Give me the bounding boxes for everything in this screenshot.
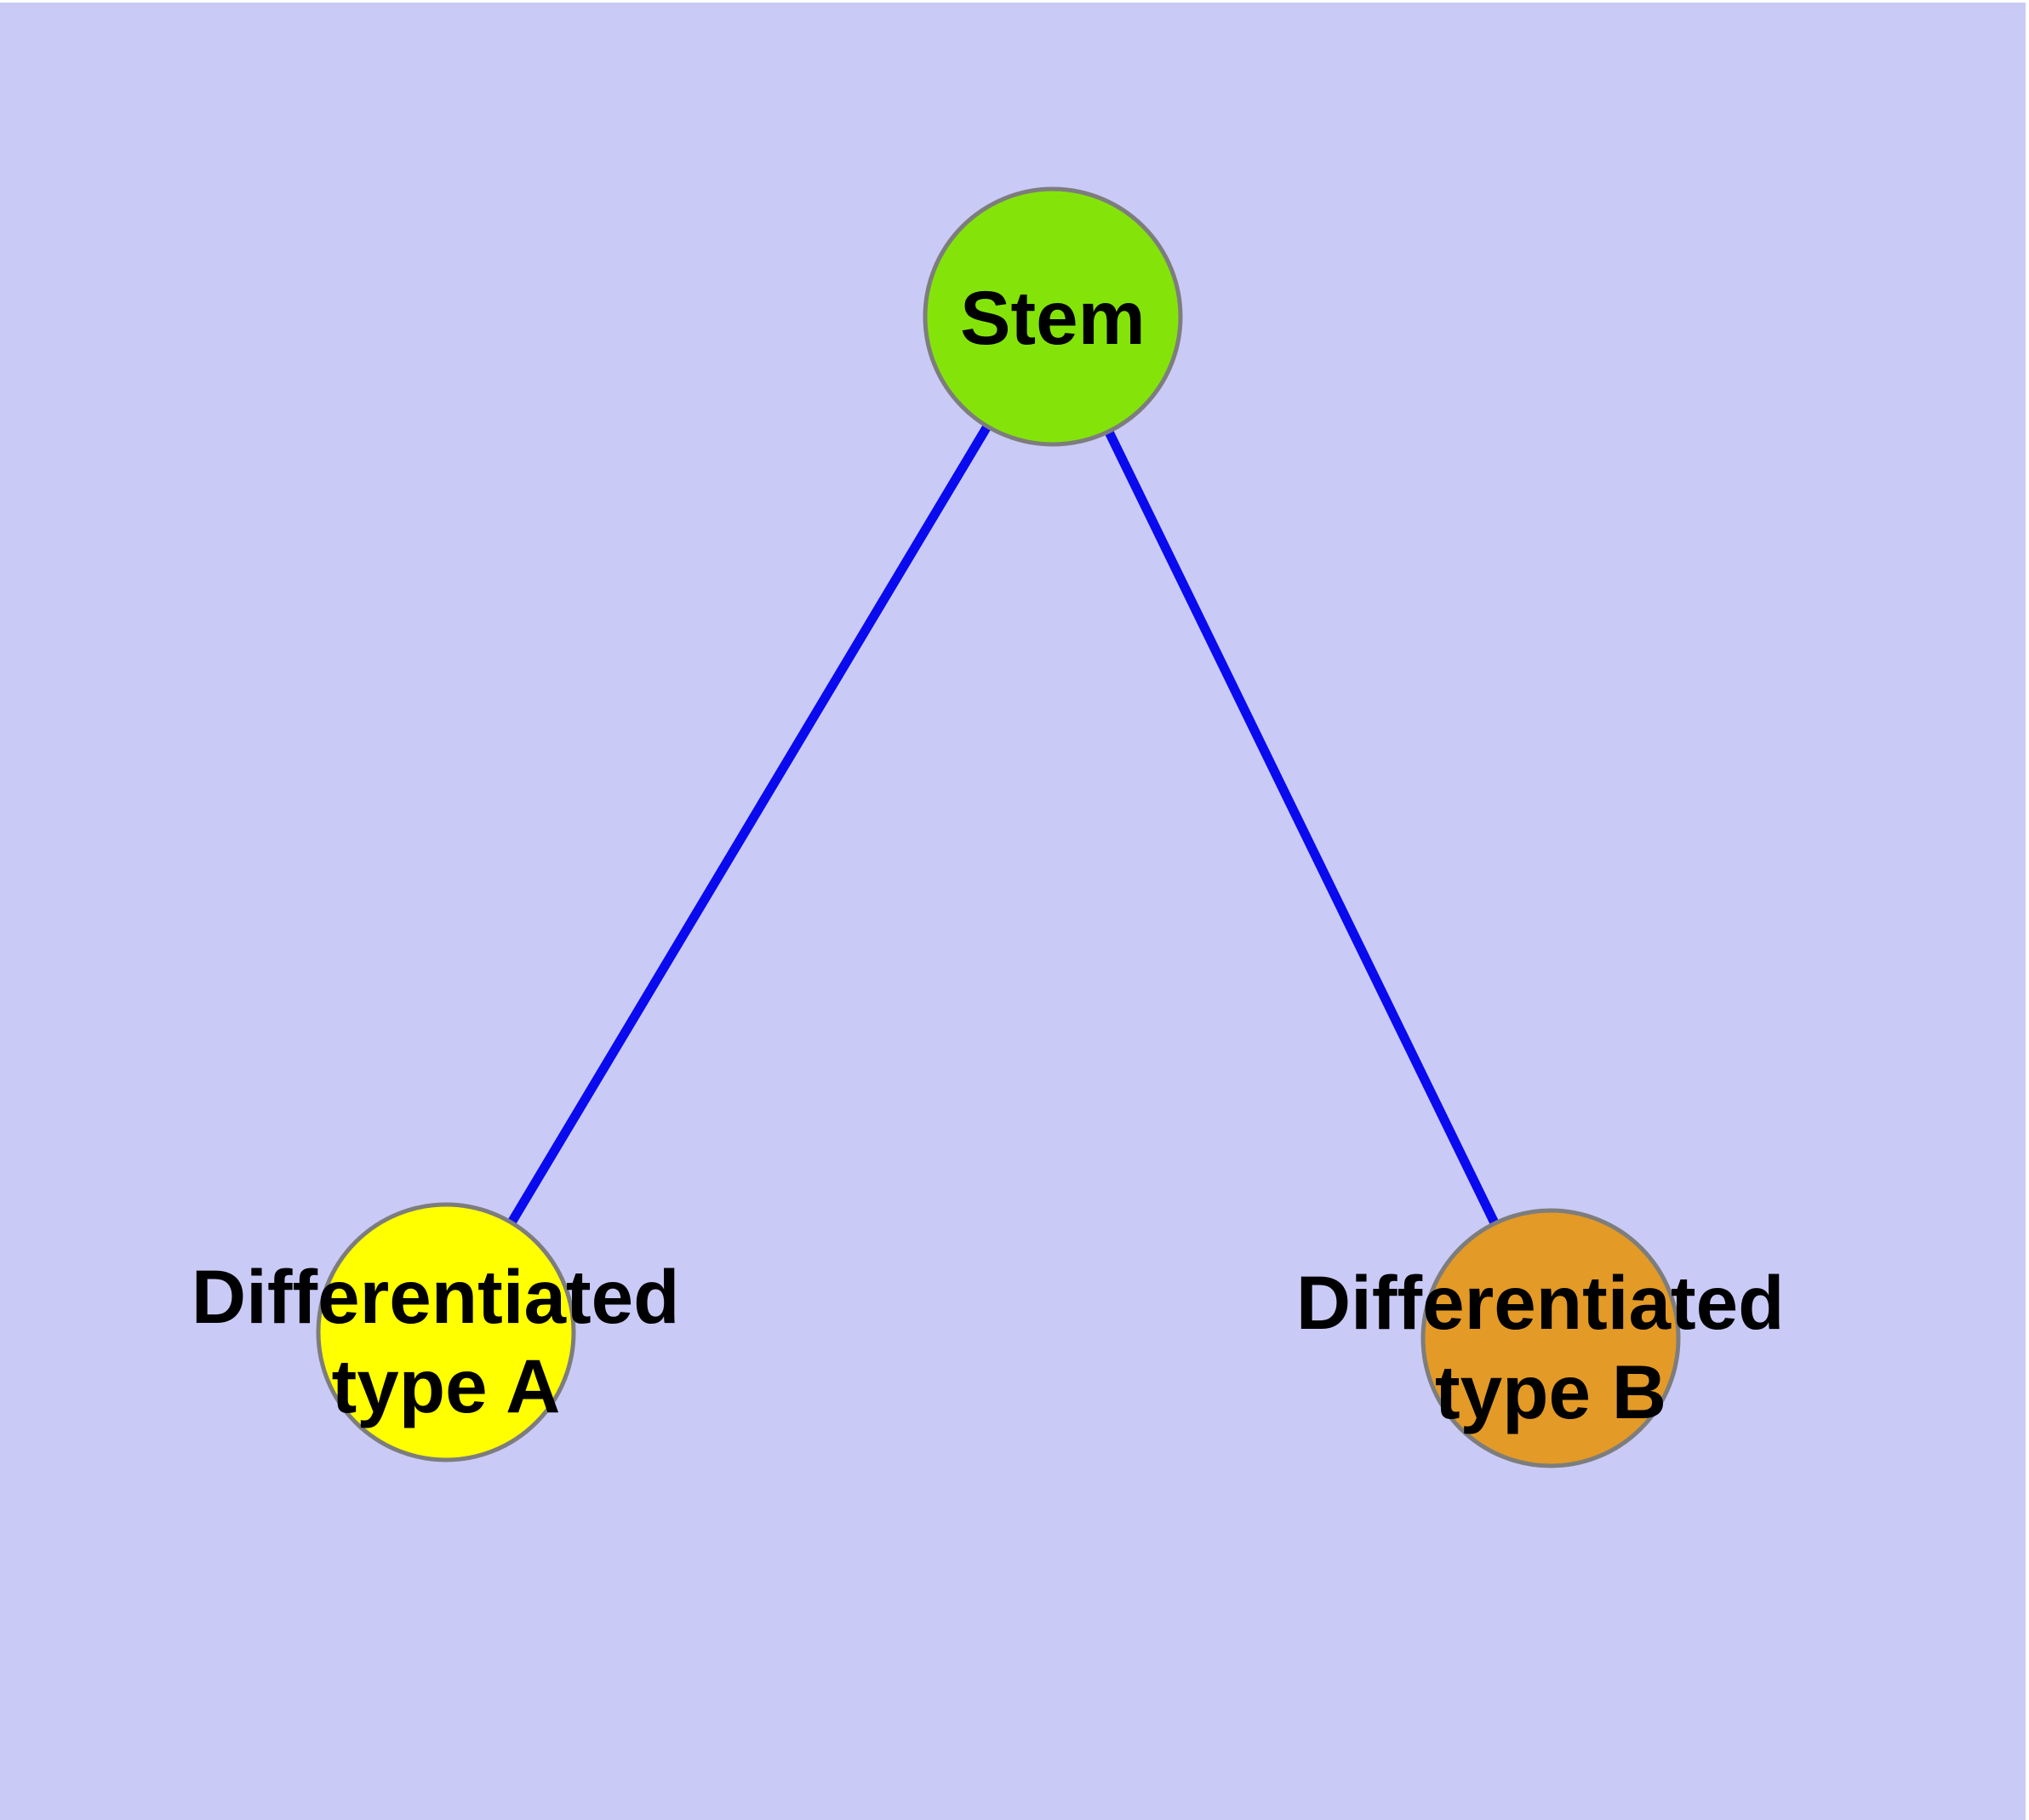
edge-stem-to-type-b <box>1049 314 1555 1341</box>
node-type-b-label: Differentiated type B <box>1296 1260 1805 1434</box>
node-type-a-label-line1: Differentiated <box>191 1254 680 1339</box>
node-type-a-circle <box>316 1202 576 1462</box>
node-stem-label: Stem <box>960 275 1146 360</box>
node-differentiated-type-a: Differentiated type A <box>191 1202 700 1462</box>
node-stem: Stem <box>923 186 1183 447</box>
node-type-a-label-line2: type A <box>332 1343 561 1428</box>
node-type-a-label: Differentiated type A <box>191 1254 700 1428</box>
node-type-b-label-line1: Differentiated <box>1296 1260 1785 1345</box>
edge-stem-to-type-a <box>442 314 1057 1335</box>
node-type-b-label-line2: type B <box>1435 1349 1666 1434</box>
node-type-b-circle <box>1420 1208 1681 1468</box>
node-differentiated-type-b: Differentiated type B <box>1296 1208 1805 1468</box>
node-stem-circle <box>923 186 1183 447</box>
